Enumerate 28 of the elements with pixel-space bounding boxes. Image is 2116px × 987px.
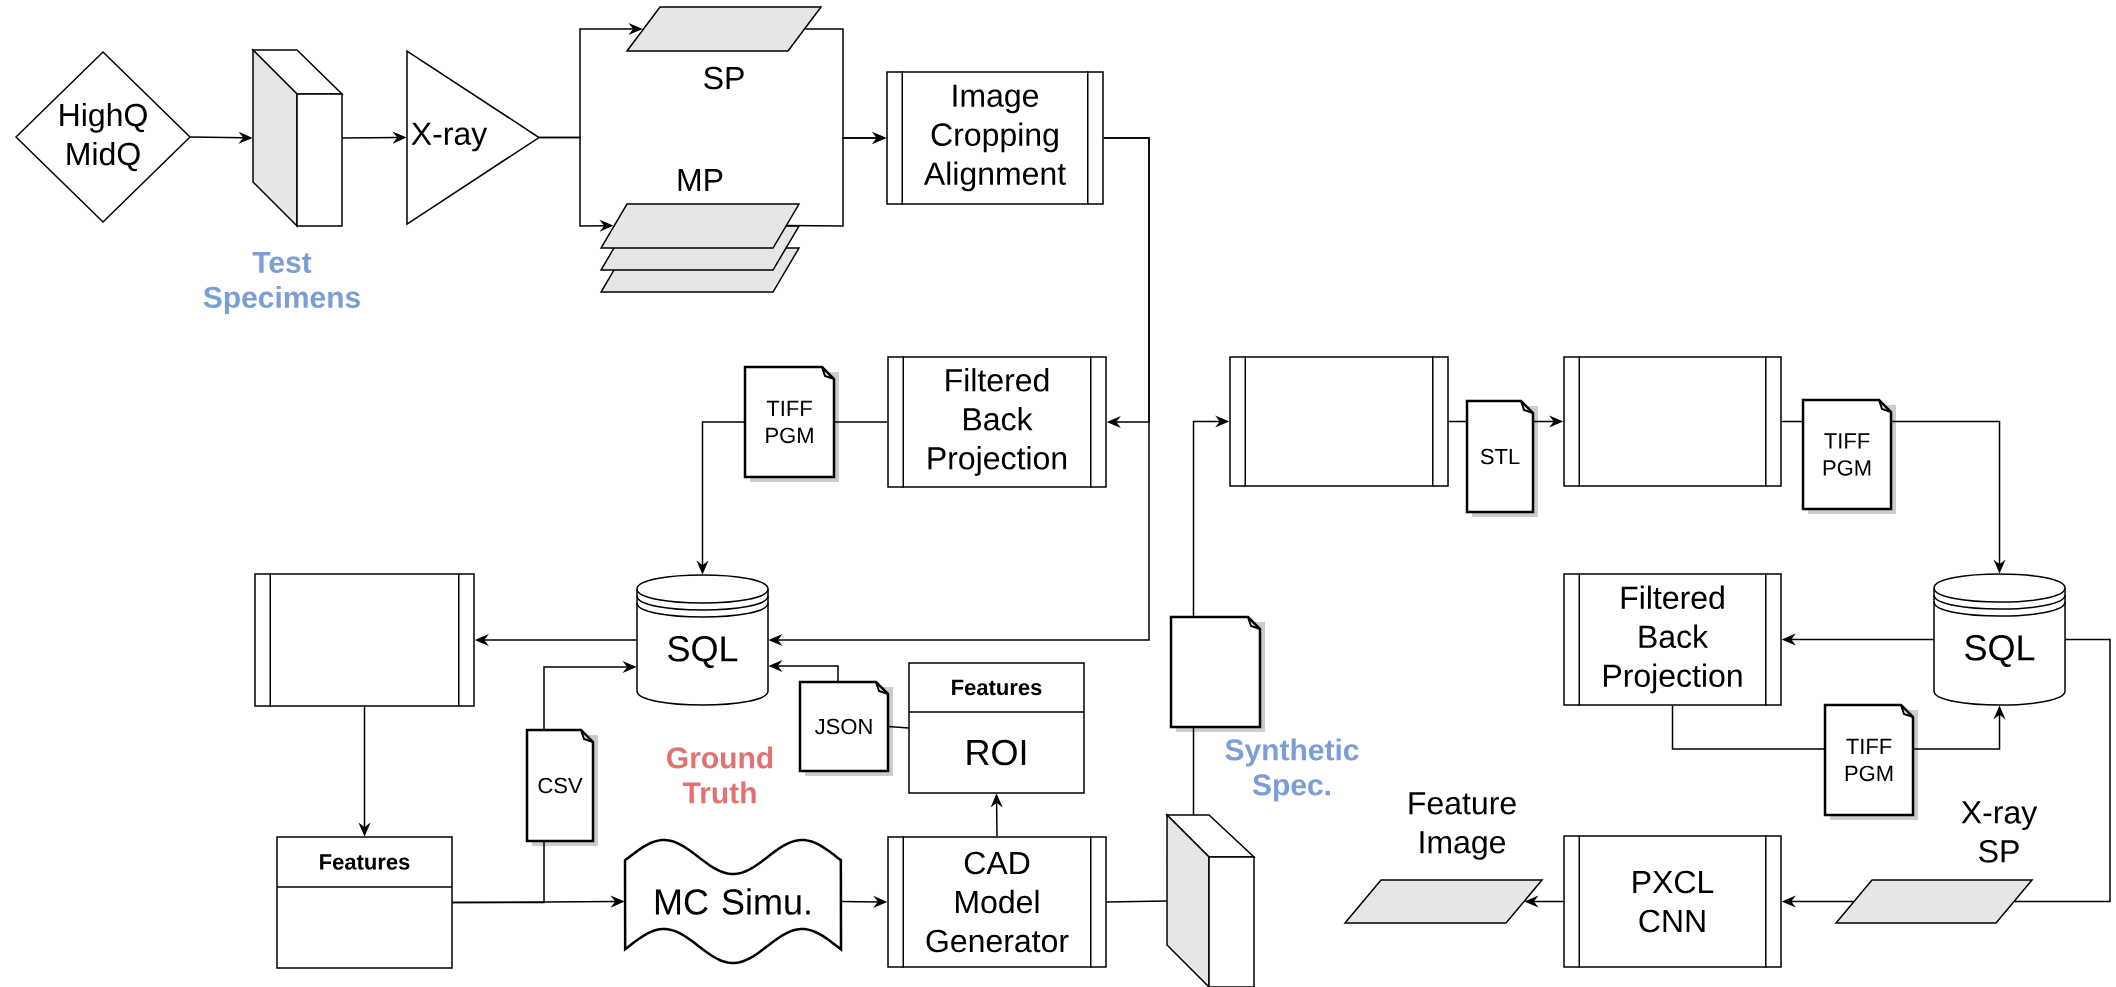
connector-line	[1671, 705, 1826, 750]
process-box	[254, 572, 475, 708]
connector-line	[1781, 420, 1804, 423]
process-box	[1229, 355, 1449, 488]
process-box: Image Cropping Alignment	[886, 70, 1104, 206]
specimen-label: Synthetic Spec.	[1225, 738, 1359, 802]
process-box: PXCL CNN	[1563, 834, 1782, 969]
node-label: Feature Image	[1409, 792, 1516, 860]
node-label: MP	[678, 169, 723, 192]
connector-line	[833, 421, 888, 423]
annotation-label: Ground Truth	[667, 746, 773, 804]
connector-line	[2013, 638, 2111, 903]
process-box	[1563, 355, 1782, 488]
connector-line	[1192, 726, 1195, 816]
connector-line	[887, 725, 910, 729]
database-cylinder: SQL	[636, 574, 769, 706]
connector-line	[1448, 420, 1468, 423]
node-label: X-ray SP	[1961, 801, 2038, 863]
table-box: Features	[276, 836, 453, 969]
document-symbol	[1169, 615, 1265, 732]
node-label: SP	[704, 66, 744, 90]
connector-line	[1106, 900, 1168, 903]
process-box: Filtered Back Projection	[887, 355, 1107, 489]
process-box: Filtered Back Projection	[1563, 572, 1782, 707]
database-cylinder: SQL	[1933, 573, 2066, 706]
specimen-label: Test Specimens	[203, 252, 360, 314]
table-box: Features ROI	[908, 662, 1085, 794]
process-box: CAD Model Generator	[887, 835, 1107, 969]
